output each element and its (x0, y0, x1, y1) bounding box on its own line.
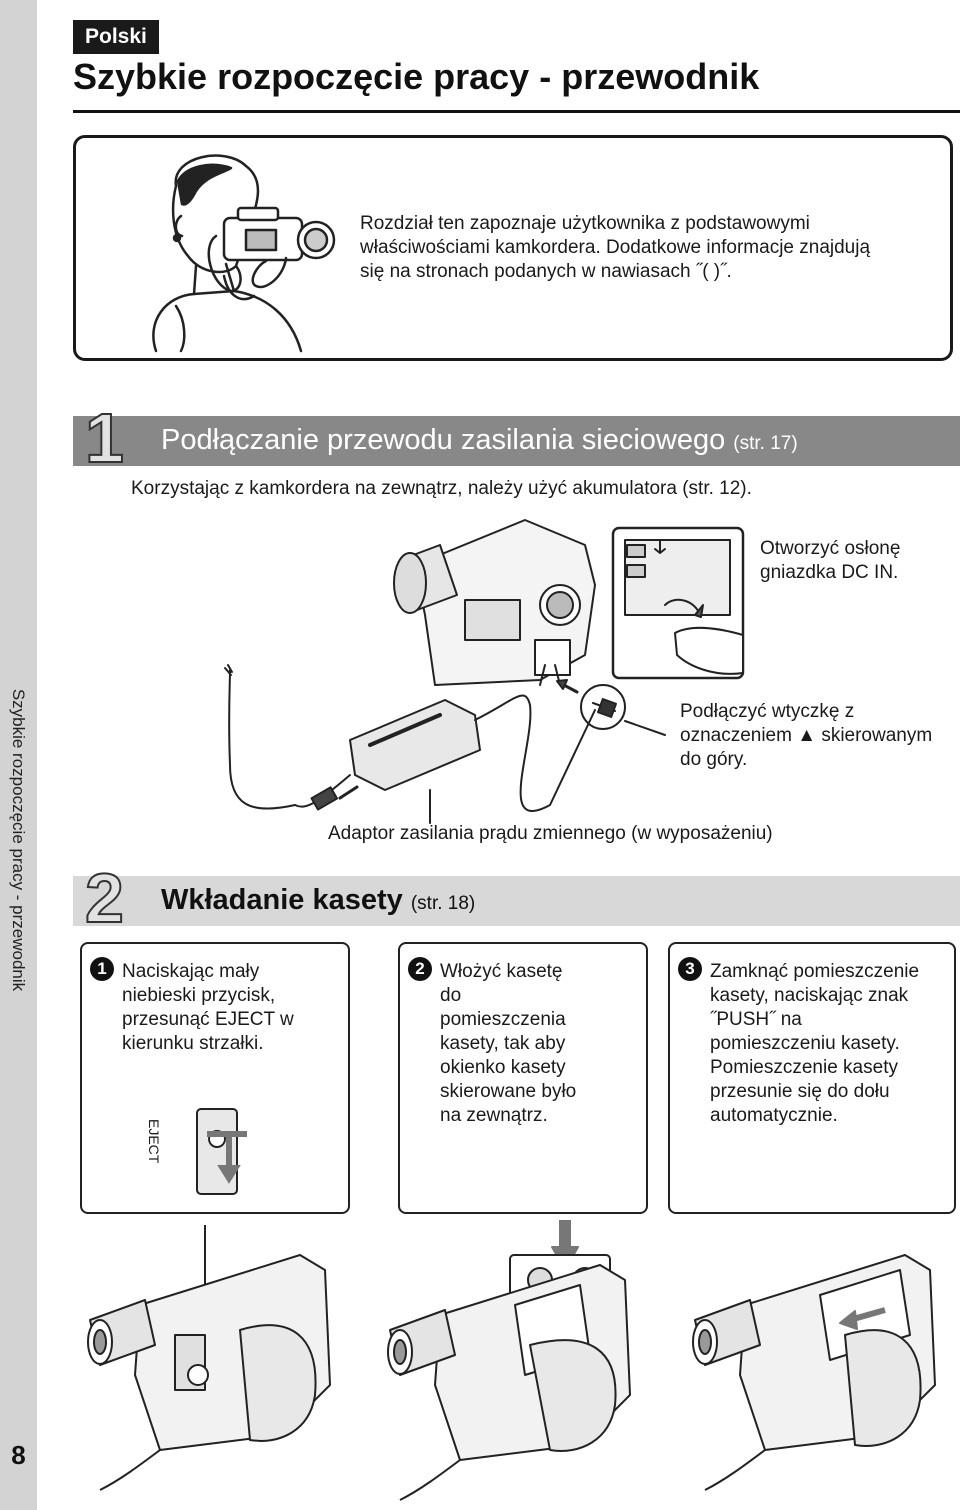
step-1-box: 1 Naciskając mały niebieski przycisk, pr… (80, 942, 350, 1214)
camcorder-step-3-illustration (692, 1254, 936, 1491)
step-line: przesunąć EJECT w (122, 1009, 294, 1030)
side-strip (0, 0, 37, 1510)
page-number: 8 (11, 1440, 26, 1470)
language-tag: Polski (73, 20, 159, 54)
side-section-label: Szybkie rozpoczęcie pracy - przewodnik (9, 688, 28, 992)
section-2-number: 2 (84, 858, 125, 938)
section-1-page-ref: (str. 17) (733, 433, 798, 454)
callout-line: Otworzyć osłonę (760, 538, 901, 559)
section-1-subtitle: Korzystając z kamkordera na zewnątrz, na… (131, 478, 752, 499)
callout-plug-orientation: Podłączyć wtyczkę z oznaczeniem ▲ skiero… (680, 700, 932, 772)
step-line: automatycznie. (710, 1105, 838, 1126)
title-rule (73, 110, 960, 113)
step-line: pomieszczeniu kasety. (710, 1033, 900, 1054)
intro-line: właściwościami kamkordera. Dodatkowe inf… (360, 237, 871, 258)
callout-open-cover: Otworzyć osłonę gniazdka DC IN. (760, 537, 900, 585)
step-line: pomieszczenia (440, 1009, 566, 1030)
step-line: ˝PUSH˝ na (710, 1009, 802, 1030)
person-with-camcorder-illustration (152, 154, 336, 353)
power-connection-illustration (224, 519, 745, 824)
step-2-number: 2 (408, 957, 432, 981)
step-line: Włożyć kasetę (440, 961, 563, 982)
callout-line: gniazdka DC IN. (760, 562, 899, 583)
section-2-title: Wkładanie kasety (str. 18) (161, 884, 475, 917)
step-line: niebieski przycisk, (122, 985, 276, 1006)
step-line: przesunie się do dołu (710, 1081, 890, 1102)
step-line: do (440, 985, 462, 1006)
step-3-number: 3 (678, 957, 702, 981)
step-2-box: 2 Włożyć kasetę do pomieszczenia kasety,… (398, 942, 648, 1214)
step-line: kierunku strzałki. (122, 1033, 264, 1054)
intro-line: się na stronach podanych w nawiasach ˝( … (360, 261, 732, 282)
step-3-box: 3 Zamknąć pomieszczenie kasety, naciskaj… (668, 942, 956, 1214)
step-line: Naciskając mały (122, 961, 260, 982)
page-title: Szybkie rozpoczęcie pracy - przewodnik (73, 56, 760, 97)
step-line: na zewnątrz. (440, 1105, 548, 1126)
camcorder-step-2-illustration (387, 1220, 631, 1501)
step-line: skierowane było (440, 1081, 577, 1102)
section-1-header: 1 Podłączanie przewodu zasilania sieciow… (73, 398, 960, 478)
eject-switch-illustration (196, 1108, 247, 1195)
camcorder-step-1-illustration (87, 1225, 331, 1491)
section-1-number: 1 (84, 398, 125, 478)
section-2-header: 2 Wkładanie kasety (str. 18) (73, 858, 960, 938)
adaptor-label: Adaptor zasilania prądu zmiennego (w wyp… (328, 823, 773, 844)
step-3-text: Zamknąć pomieszczenie kasety, naciskając… (710, 960, 919, 1128)
intro-box: Rozdział ten zapoznaje użytkownika z pod… (73, 135, 953, 361)
step-line: kasety, naciskając znak (710, 985, 909, 1006)
step-2-text: Włożyć kasetę do pomieszczenia kasety, t… (440, 960, 576, 1128)
intro-line: Rozdział ten zapoznaje użytkownika z pod… (360, 213, 810, 234)
section-2-title-text: Wkładanie kasety (161, 884, 403, 916)
eject-label: EJECT (146, 1119, 162, 1164)
callout-line: oznaczeniem ▲ skierowanym (680, 725, 933, 746)
section-2-page-ref: (str. 18) (410, 893, 476, 914)
step-line: Zamknąć pomieszczenie (710, 961, 920, 982)
section-1-title-text: Podłączanie przewodu zasilania siecioweg… (161, 424, 726, 456)
step-line: okienko kasety (440, 1057, 566, 1078)
step-line: Pomieszczenie kasety (710, 1057, 898, 1078)
callout-line: do góry. (680, 749, 748, 770)
intro-text: Rozdział ten zapoznaje użytkownika z pod… (360, 212, 940, 284)
section-1-title: Podłączanie przewodu zasilania siecioweg… (161, 424, 798, 457)
step-1-number: 1 (90, 957, 114, 981)
step-1-text: Naciskając mały niebieski przycisk, prze… (122, 960, 294, 1056)
callout-line: Podłączyć wtyczkę z (680, 701, 855, 722)
step-line: kasety, tak aby (440, 1033, 566, 1054)
